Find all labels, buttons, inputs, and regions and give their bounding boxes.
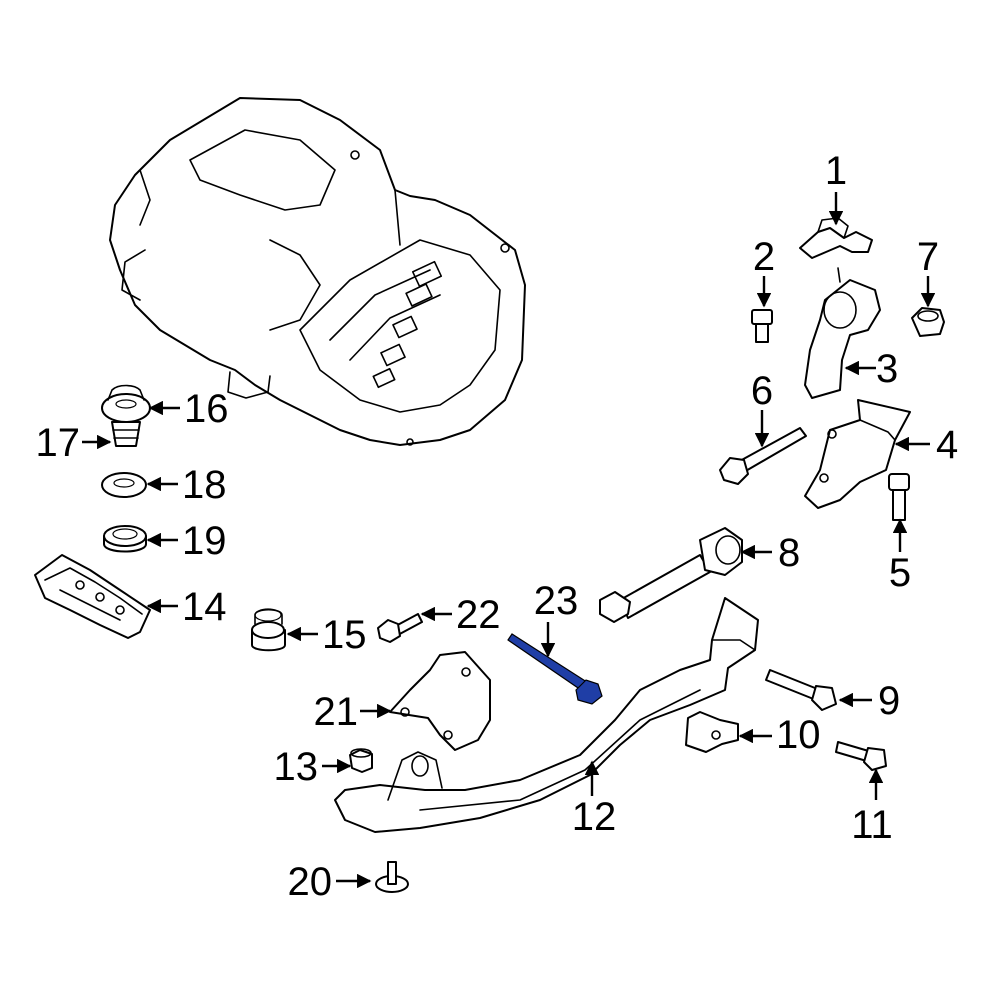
- callout-9: 9: [878, 679, 900, 723]
- part-9-bolt[interactable]: [765, 669, 837, 711]
- callout-21: 21: [314, 690, 359, 734]
- callout-7: 7: [917, 235, 939, 279]
- part-11-bolt[interactable]: [835, 741, 887, 771]
- part-22-bolt[interactable]: [377, 613, 423, 643]
- leader-arrows: [82, 192, 936, 889]
- part-21-bracket[interactable]: [389, 651, 491, 751]
- callout-labels: 1 2 3 4 5 6 7 8 9 10 11 12 13 14 15 16 1…: [36, 149, 959, 904]
- callout-1: 1: [825, 149, 847, 193]
- callout-13: 13: [274, 745, 319, 789]
- callout-20: 20: [288, 860, 333, 904]
- callout-12: 12: [572, 795, 617, 839]
- part-8-torque-rod[interactable]: [599, 527, 743, 623]
- callout-4: 4: [936, 423, 958, 467]
- part-6-long-bolt[interactable]: [719, 427, 807, 485]
- part-23-bolt-highlighted[interactable]: [507, 633, 603, 705]
- callout-3: 3: [876, 347, 898, 391]
- callout-8: 8: [778, 531, 800, 575]
- callout-2: 2: [753, 235, 775, 279]
- part-7-nut[interactable]: [911, 307, 945, 337]
- part-4-mount-bracket[interactable]: [804, 399, 911, 509]
- callout-19: 19: [182, 519, 227, 563]
- part-16-insulator[interactable]: [101, 384, 151, 423]
- part-3-bracket[interactable]: [804, 267, 881, 399]
- part-15-bushing[interactable]: [251, 608, 286, 652]
- part-13-cap[interactable]: [349, 748, 373, 773]
- part-20-stud[interactable]: [375, 861, 409, 893]
- part-10-wing-bracket[interactable]: [685, 711, 739, 753]
- callout-17: 17: [36, 421, 81, 465]
- callout-18: 18: [182, 463, 227, 507]
- callout-14: 14: [182, 585, 227, 629]
- part-5-bolt[interactable]: [888, 473, 910, 521]
- callout-22: 22: [456, 593, 501, 637]
- part-18-washer[interactable]: [101, 472, 147, 498]
- callout-11: 11: [851, 803, 893, 847]
- part-2-bolt[interactable]: [751, 309, 773, 343]
- callout-5: 5: [889, 551, 911, 595]
- callout-10: 10: [776, 713, 821, 757]
- part-14-heat-shield[interactable]: [34, 554, 151, 639]
- part-19-pad[interactable]: [103, 525, 147, 553]
- callout-23: 23: [534, 579, 579, 623]
- part-17-insulator-body[interactable]: [111, 421, 141, 447]
- callout-16: 16: [184, 387, 229, 431]
- callout-6: 6: [751, 369, 773, 413]
- callout-15: 15: [322, 613, 367, 657]
- engine-transmission-outline: [109, 97, 526, 446]
